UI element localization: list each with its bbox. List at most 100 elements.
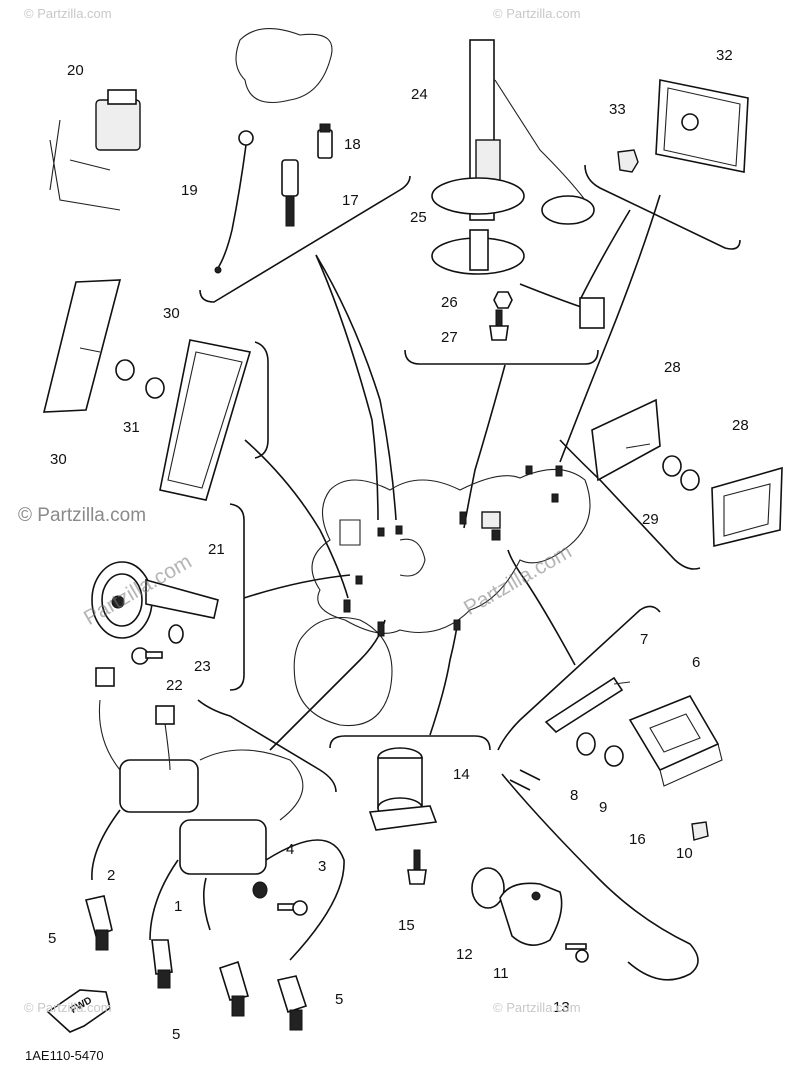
leader-horn	[243, 574, 351, 599]
part-7-bracket	[544, 676, 631, 734]
group-bracket-license	[584, 164, 741, 250]
part-14-starter-relay	[368, 747, 438, 831]
leader-reflector	[244, 439, 349, 599]
callout-8: 8	[570, 787, 579, 804]
callout-9: 9	[599, 799, 608, 816]
callout-28-upper: 28	[664, 359, 681, 376]
part-31-spacers	[115, 359, 165, 399]
callout-10: 10	[676, 845, 693, 862]
frame-outline-lower	[293, 616, 393, 727]
part-19-cord	[214, 130, 254, 274]
part-28-rear-reflector-upper	[591, 398, 661, 482]
callout-12: 12	[456, 946, 473, 963]
leader-license	[559, 194, 661, 463]
callout-22: 22	[166, 677, 183, 694]
part-16-lead	[501, 773, 699, 981]
high-tension-leads	[91, 809, 345, 961]
callout-17: 17	[342, 192, 359, 209]
callout-14: 14	[453, 766, 470, 783]
watermark-top-right: © Partzilla.com	[493, 6, 581, 21]
callout-26: 26	[441, 294, 458, 311]
callout-30-main: 30	[163, 305, 180, 322]
callout-25: 25	[410, 209, 427, 226]
part-5-plug-cap-a	[85, 895, 113, 951]
frame-wire-loop	[399, 538, 426, 577]
frame-relay	[481, 511, 501, 529]
part-11-flasher	[499, 882, 563, 946]
callout-28-lower: 28	[732, 417, 749, 434]
callout-31: 31	[123, 419, 140, 436]
frame-mount-a	[339, 519, 361, 546]
part-5-plug-cap-d	[276, 975, 308, 1031]
part-22-bolt	[131, 647, 163, 665]
leader-fuel	[463, 364, 506, 529]
sender-connector	[579, 297, 605, 329]
callout-33: 33	[609, 101, 626, 118]
part-29-spacers	[662, 455, 700, 491]
part-30-reflector-left	[42, 279, 122, 413]
part-17-plug	[235, 28, 333, 227]
callout-7: 7	[640, 631, 649, 648]
part-1-ignition-coil	[179, 749, 304, 875]
part-5-plug-cap-b	[151, 939, 173, 989]
part-15-screw	[407, 849, 427, 885]
part-9-spacer	[604, 745, 624, 767]
part-28-rear-reflector-lower	[711, 466, 783, 548]
callout-23: 23	[194, 658, 211, 675]
callout-32: 32	[716, 47, 733, 64]
leader-17	[315, 254, 397, 521]
callout-30-left: 30	[50, 451, 67, 468]
group-bracket-rectifier	[497, 605, 661, 751]
part-27-screw	[489, 309, 509, 341]
part-2-ignition-coil	[95, 667, 199, 813]
group-bracket-reflector	[254, 341, 269, 459]
lead-terminals	[509, 769, 541, 791]
frame-bolts	[343, 465, 563, 637]
frame-outline	[311, 468, 591, 634]
group-bracket-fuel-sender	[404, 349, 599, 365]
callout-16: 16	[629, 831, 646, 848]
callout-29: 29	[642, 511, 659, 528]
part-21-horn	[91, 561, 219, 639]
part-18-switch	[317, 123, 333, 159]
leader-32	[579, 209, 631, 301]
callout-5-bottom: 5	[172, 1026, 181, 1043]
watermark-bottom-left: © Partzilla.com	[24, 1000, 112, 1015]
part-8-spacer	[576, 732, 596, 756]
part-33-grommet	[617, 149, 639, 173]
watermark-side: © Partzilla.com	[18, 505, 147, 526]
leader-switch	[429, 619, 459, 736]
callout-5-left: 5	[48, 930, 57, 947]
callout-11: 11	[493, 965, 509, 982]
part-4-washer	[252, 881, 268, 899]
callout-3: 3	[318, 858, 327, 875]
group-bracket-ignition-coil	[197, 699, 337, 793]
fwd-arrow	[46, 989, 111, 1033]
group-bracket-spark	[199, 175, 411, 303]
part-12-gasket	[471, 867, 505, 909]
callout-2: 2	[107, 867, 116, 884]
part-6-rectifier	[628, 695, 723, 787]
diagram-code: 1AE110-5470	[25, 1048, 104, 1063]
part-13-bolt	[565, 943, 589, 963]
callout-1: 1	[174, 898, 183, 915]
callout-21: 21	[208, 541, 225, 558]
group-bracket-horn	[229, 503, 245, 691]
leader-coil	[269, 619, 386, 751]
part-3-bolt	[277, 900, 308, 916]
callout-20: 20	[67, 62, 84, 79]
part-10-nut	[691, 821, 709, 841]
part-30-reflector-main	[159, 339, 252, 501]
callout-27: 27	[441, 329, 458, 346]
part-32-license-lamp	[655, 79, 749, 173]
callout-13: 13	[553, 999, 570, 1016]
callout-4: 4	[286, 841, 295, 858]
leader-rectifier	[507, 549, 576, 666]
group-bracket-switch	[329, 735, 491, 751]
part-23-washer	[168, 624, 184, 644]
callout-6: 6	[692, 654, 701, 671]
callout-24: 24	[411, 86, 428, 103]
callout-19: 19	[181, 182, 198, 199]
